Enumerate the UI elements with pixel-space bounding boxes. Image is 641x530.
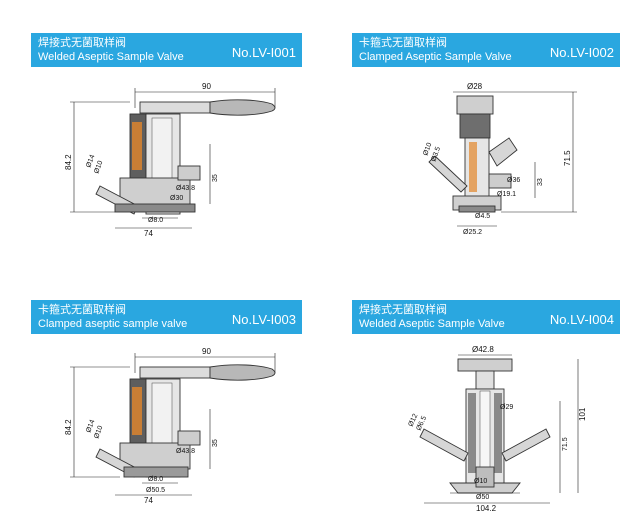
valve-drawing: 90 84.2 Ø14 Ø10 Ø43.8 35 Ø30 Ø8.0 74 (64, 82, 276, 238)
title-chinese: 卡箍式无菌取样阀 (359, 36, 447, 49)
dim-height: 71.5 (563, 150, 572, 166)
dim-d3: Ø30 (170, 195, 183, 202)
title-banner: 卡箍式无菌取样阀 Clamped aseptic sample valve No… (31, 300, 302, 334)
title-chinese: 焊接式无菌取样阀 (359, 303, 447, 316)
title-english: Clamped Aseptic Sample Valve (359, 51, 512, 63)
valve-drawing: Ø42.8 101 71.5 Ø29 Ø12 Ø6.5 Ø10 Ø50 104.… (407, 345, 587, 513)
dim-bottom: Ø25.2 (463, 229, 482, 236)
dim-d3: Ø8.0 (148, 476, 163, 483)
dim-d1: Ø12 (407, 413, 419, 428)
dim-d3: Ø10 (474, 478, 487, 485)
model-number: No.LV-I001 (231, 45, 296, 60)
dim-side1: Ø29 (500, 404, 513, 411)
dim-top: 90 (202, 347, 211, 356)
dim-bottom: 104.2 (476, 504, 497, 513)
dim-d2: Ø3.5 (430, 146, 442, 163)
title-english: Welded Aseptic Sample Valve (359, 318, 505, 330)
dim-top: Ø28 (467, 82, 483, 91)
valve-drawing: 90 84.2 Ø14 Ø10 Ø43.8 35 Ø8.0 Ø50.5 74 (64, 347, 276, 505)
model-number: No.LV-I002 (549, 45, 614, 60)
dim-side1: Ø43.8 (176, 448, 195, 455)
dim-side2: 33 (537, 178, 544, 186)
dim-top: 90 (202, 82, 211, 91)
dim-d1: Ø14 (85, 419, 96, 434)
dim-height: 84.2 (64, 419, 73, 435)
title-english: Clamped aseptic sample valve (38, 318, 188, 330)
dim-d4: Ø50.5 (146, 487, 165, 494)
dim-bottom: 74 (144, 229, 153, 238)
title-banner: 卡箍式无菌取样阀 Clamped Aseptic Sample Valve No… (352, 33, 620, 67)
dim-d1: Ø14 (85, 154, 96, 169)
dim-top: Ø42.8 (472, 345, 494, 354)
dim-d4: Ø4.5 (475, 213, 490, 220)
dim-bottom: 74 (144, 496, 153, 505)
dim-side2: 35 (212, 174, 219, 182)
title-chinese: 卡箍式无菌取样阀 (38, 303, 126, 316)
title-english: Welded Aseptic Sample Valve (38, 51, 184, 63)
dim-d2: Ø10 (93, 425, 104, 440)
valve-drawing: Ø28 71.5 33 Ø36 Ø19.1 Ø10 Ø3.5 Ø4.5 Ø25.… (422, 82, 577, 236)
dim-d1: Ø10 (422, 142, 433, 157)
dim-side1: Ø36 (507, 177, 520, 184)
title-banner: 焊接式无菌取样阀 Welded Aseptic Sample Valve No.… (31, 33, 302, 67)
dim-d4: Ø50 (476, 494, 489, 501)
dim-height: 101 (578, 407, 587, 421)
dim-side1: Ø43.8 (176, 185, 195, 192)
dim-d3: Ø19.1 (497, 191, 516, 198)
title-banner: 焊接式无菌取样阀 Welded Aseptic Sample Valve No.… (352, 300, 620, 334)
dim-side2: 71.5 (562, 437, 569, 451)
dim-d4: Ø8.0 (148, 217, 163, 224)
title-chinese: 焊接式无菌取样阀 (38, 36, 126, 49)
model-number: No.LV-I003 (231, 312, 296, 327)
model-number: No.LV-I004 (549, 312, 614, 327)
dim-height: 84.2 (64, 154, 73, 170)
dim-side2: 35 (212, 439, 219, 447)
dim-d2: Ø10 (93, 160, 104, 175)
